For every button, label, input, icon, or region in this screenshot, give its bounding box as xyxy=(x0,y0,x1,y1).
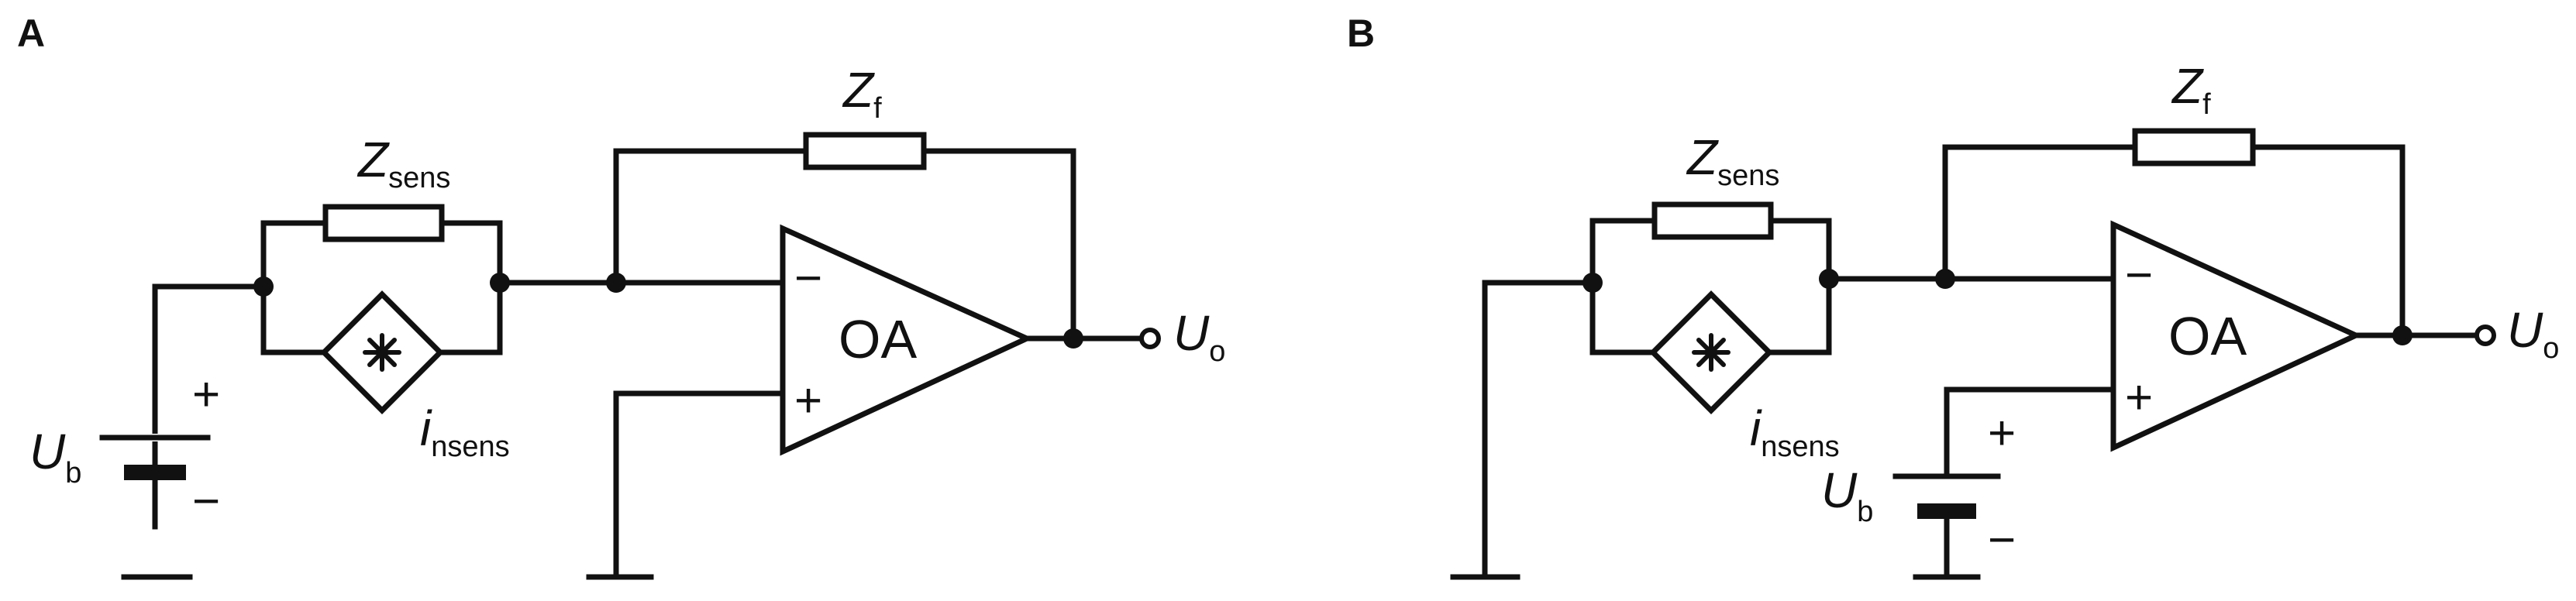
junction-dot xyxy=(490,273,510,293)
panel-a: A + − Ub Zsens xyxy=(17,12,1225,580)
panel-label: A xyxy=(17,12,45,55)
asterisk-icon xyxy=(363,333,401,372)
sensor-impedance-label: Zsens xyxy=(1686,129,1779,192)
junction-dot xyxy=(1063,328,1083,349)
battery-minus-sign: − xyxy=(192,475,220,528)
sensor-impedance-label: Zsens xyxy=(356,132,450,194)
battery-minus-sign: − xyxy=(1988,513,2016,567)
bias-voltage-label: Ub xyxy=(1821,462,1873,528)
opamp-inverting-sign: − xyxy=(2125,249,2153,302)
junction-dot xyxy=(1582,273,1603,293)
output-terminal xyxy=(1139,328,1161,349)
opamp-noninverting-sign: + xyxy=(2125,371,2153,424)
noise-current-source xyxy=(320,290,444,414)
opamp-noninverting-sign: + xyxy=(794,374,822,428)
wires xyxy=(121,148,1144,580)
opamp xyxy=(780,224,1034,456)
wires xyxy=(1450,144,2479,580)
noise-current-label: insens xyxy=(420,400,510,463)
panel-label: B xyxy=(1347,12,1375,55)
feedback-impedance-label: Zf xyxy=(2171,58,2211,121)
panel-b: B + − Ub Zsens xyxy=(1347,12,2559,580)
sensor-impedance xyxy=(322,204,445,242)
bias-battery xyxy=(1892,473,2001,519)
junction-dot xyxy=(1819,269,1839,289)
battery-plus-sign: + xyxy=(1988,407,2016,460)
output-terminal xyxy=(2474,325,2496,346)
battery-plus-sign: + xyxy=(192,368,220,421)
feedback-impedance-label: Zf xyxy=(842,62,882,125)
junction-dot xyxy=(1935,269,1955,289)
bias-battery xyxy=(99,434,211,480)
opamp-inverting-sign: − xyxy=(794,252,822,305)
sensor-impedance xyxy=(1651,201,1774,240)
output-voltage-label: Uo xyxy=(2507,302,2559,365)
noise-current-source xyxy=(1649,290,1773,414)
bias-voltage-label: Ub xyxy=(29,424,81,489)
junction-dot xyxy=(253,276,274,297)
feedback-impedance xyxy=(803,132,927,170)
opamp-label: OA xyxy=(2168,306,2247,366)
asterisk-icon xyxy=(1692,333,1731,372)
opamp xyxy=(2110,220,2363,452)
junction-dot xyxy=(2392,325,2412,345)
noise-current-label: insens xyxy=(1750,400,1840,463)
opamp-label: OA xyxy=(839,309,917,369)
feedback-impedance xyxy=(2132,128,2256,167)
output-voltage-label: Uo xyxy=(1173,305,1225,368)
junction-dot xyxy=(606,273,626,293)
